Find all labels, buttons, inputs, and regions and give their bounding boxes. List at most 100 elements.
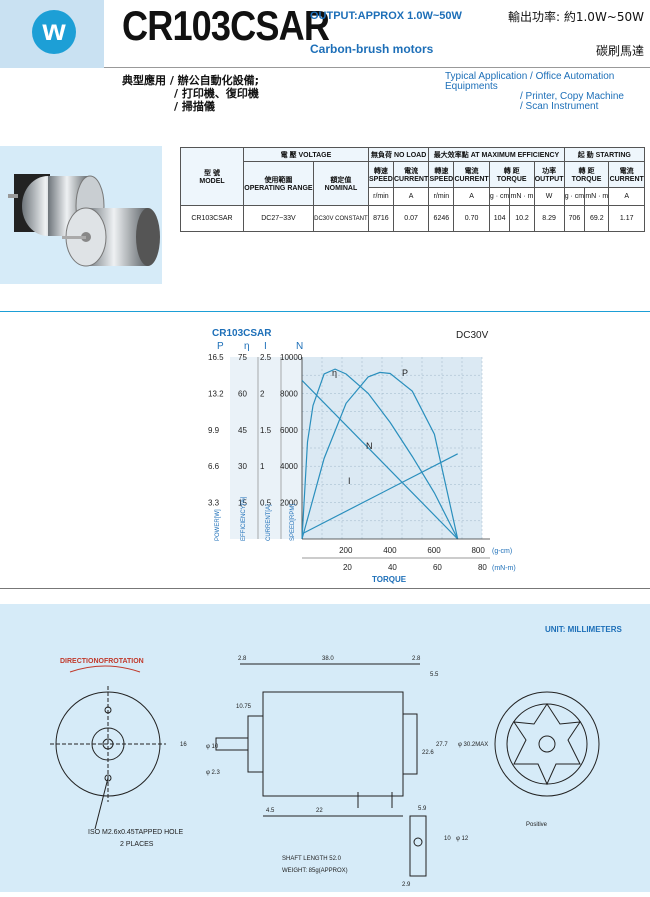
axis-unit-label: CURRENT[A]	[266, 504, 272, 541]
unit-cell: r/min	[428, 187, 455, 206]
brand-logo: w	[32, 10, 76, 54]
output-zh: 功率	[542, 168, 557, 175]
x-axis-title: TORQUE	[372, 575, 407, 584]
applications-zh: 典型應用 / 辦公自動化設備; / 打印機、復印機 / 掃描儀	[122, 74, 259, 113]
tapped-hole	[104, 774, 112, 782]
curve-label: η	[332, 368, 337, 378]
motor-photo-illustration	[8, 174, 160, 267]
current-zh: 電流	[464, 168, 479, 175]
axis-head-label: N	[296, 341, 303, 352]
x-tick-label: 800	[471, 546, 485, 555]
current-en: CURRENT	[609, 176, 644, 183]
unit-cell: A	[453, 187, 490, 206]
axis-unit-label: POWER[W]	[215, 509, 221, 541]
x-tick-label: 20	[343, 563, 352, 572]
hole-count: 2 PLACES	[120, 841, 154, 848]
x-tick-label: 200	[339, 546, 353, 555]
dim-label: 5.9	[418, 806, 427, 812]
rear-outline	[494, 691, 600, 797]
positive-label: Positive	[526, 822, 548, 828]
side-view: 2.8 38.0 2.8 5.5 10.75 φ 10 16 φ 2.3 27.…	[180, 656, 488, 817]
app-en-line: Typical Application / Office Automation …	[445, 71, 615, 92]
dimension-drawing: UNIT: MILLIMETERS DIRECTIONOFROTATION IS…	[50, 625, 623, 888]
unit-cell: A	[608, 187, 645, 206]
dim-label: 10.75	[236, 704, 252, 710]
speed-en: SPEED	[369, 176, 393, 183]
noload-group-header: 無負荷 NO LOAD	[367, 147, 430, 162]
cell-range: DC27~33V	[243, 205, 314, 232]
x-tick-label: 400	[383, 546, 397, 555]
axis-panel	[230, 357, 302, 539]
x-unit-label: (g-cm)	[492, 548, 512, 555]
output-range-en: OUTPUT:APPROX 1.0W~50W	[310, 10, 462, 22]
torque-en: TORQUE	[496, 176, 527, 183]
cell-model: CR103CSAR	[180, 205, 244, 232]
dim-label: 2.8	[412, 656, 421, 662]
x-tick-label: 60	[433, 563, 442, 572]
section-divider	[0, 311, 650, 312]
motor-2	[62, 207, 160, 267]
tick-label: 2	[260, 389, 265, 398]
app-zh-line: 典型應用 / 辦公自動化設備;	[122, 74, 260, 87]
speed-zh: 轉速	[373, 168, 388, 175]
cell-start-torque-mnm: 69.2	[584, 205, 610, 232]
logo-letter: w	[42, 14, 66, 47]
unit-cell: A	[392, 187, 430, 206]
dim-label: φ 10	[206, 744, 219, 750]
cell-start-current: 1.17	[608, 205, 645, 232]
tick-label: 2.5	[260, 353, 272, 362]
axis-head-label: I	[264, 341, 267, 352]
axis-head-label: η	[244, 341, 250, 352]
shaft-length-note: SHAFT LENGTH 52.0	[282, 856, 342, 862]
app-zh-line: / 打印機、復印機	[174, 87, 259, 100]
curve-label: P	[402, 368, 408, 378]
tick-label: 8000	[280, 389, 298, 398]
tick-label: 0.5	[260, 499, 272, 508]
applications-en: Typical Application / Office Automation …	[445, 72, 650, 112]
terminal-hole	[413, 837, 423, 847]
axis-unit-label: SPEED[RPM]	[290, 504, 296, 541]
tick-label: 6000	[280, 426, 298, 435]
axis-unit-label: EFFICIENCY[%]	[241, 496, 247, 541]
current-zh: 電流	[619, 168, 634, 175]
torque-zh: 轉 距	[503, 168, 520, 175]
x-tick-label: 40	[388, 563, 397, 572]
motor-type-en: Carbon-brush motors	[310, 42, 434, 56]
rear-view: Positive	[494, 691, 600, 828]
unit-cell: mN · m	[509, 187, 535, 206]
unit-cell: mN · m	[584, 187, 610, 206]
rear-inner	[506, 703, 588, 785]
hole-note: ISO M2.6x0.45TAPPED HOLE	[88, 829, 184, 836]
app-zh-line: / 掃描儀	[174, 100, 215, 113]
front-view: DIRECTIONOFROTATION ISO M2.6x0.45TAPPED …	[50, 658, 184, 848]
dim-label: 27.7	[436, 742, 448, 748]
app-en-line: / Scan Instrument	[520, 101, 599, 112]
range-en: OPERATING RANGE	[244, 185, 313, 192]
tick-label: 2000	[280, 499, 298, 508]
current-en: CURRENT	[394, 176, 429, 183]
axis-head-label: P	[217, 341, 224, 352]
current-en: CURRENT	[454, 176, 489, 183]
tick-label: 9.9	[208, 426, 220, 435]
starting-group-header: 起 動 STARTING	[563, 147, 646, 162]
tick-label: 3.3	[208, 499, 220, 508]
terminal-outline	[409, 815, 427, 877]
current-zh: 電流	[404, 168, 419, 175]
dimension-drawing-panel: UNIT: MILLIMETERS DIRECTIONOFROTATION IS…	[0, 604, 650, 892]
tick-label: 10000	[280, 353, 303, 362]
tick-label: 60	[238, 389, 247, 398]
model-title: CR103CSAR	[122, 2, 330, 49]
tick-label: 30	[238, 462, 247, 471]
end-cap-outline	[402, 713, 418, 775]
motor-body-outline	[262, 691, 404, 797]
range-zh: 使用範圍	[264, 177, 293, 184]
chart-subtitle: DC30V	[456, 330, 489, 341]
maxeff-group-header: 最大效率點 AT MAXIMUM EFFICIENCY	[428, 147, 565, 162]
x-tick-label: 80	[478, 563, 487, 572]
tick-label: 16.5	[208, 353, 224, 362]
weight-note: WEIGHT: 85g(APPROX)	[282, 868, 348, 874]
